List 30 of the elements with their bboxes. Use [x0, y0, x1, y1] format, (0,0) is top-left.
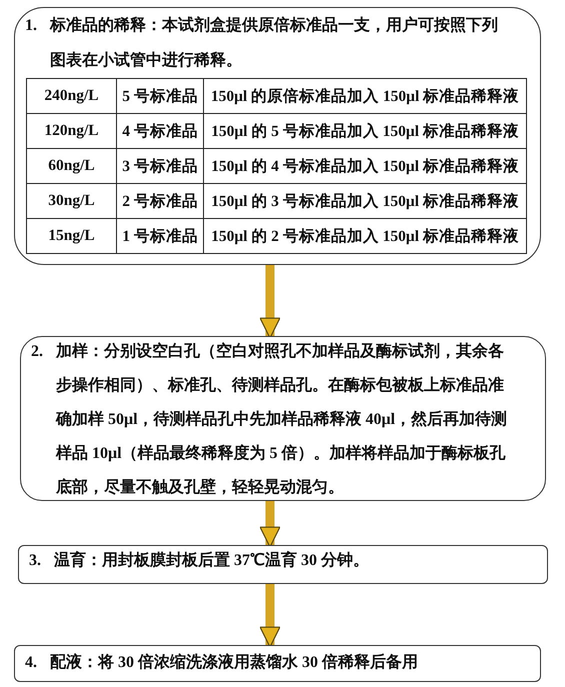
table-cell: 150μl 的 3 号标准品加入 150μl 标准品稀释液	[204, 184, 526, 218]
table-cell: 150μl 的 4 号标准品加入 150μl 标准品稀释液	[204, 148, 526, 184]
arrow	[260, 265, 280, 339]
table-cell: 4 号标准品	[116, 114, 204, 148]
table-cell: 5 号标准品	[116, 78, 204, 114]
table-cell: 30ng/L	[26, 184, 116, 218]
step-number: 4.	[25, 653, 37, 673]
step-number: 1.	[25, 16, 37, 36]
table-cell: 3 号标准品	[116, 148, 204, 184]
step-box	[14, 645, 541, 682]
table-cell: 2 号标准品	[116, 184, 204, 218]
step-text: 加样：分别设空白孔（空白对照孔不加样品及酶标试剂，其余各步操作相同）、标准孔、待测样品孔。在酶标包被板上标准品准确加样 50μl，待测样品孔中先加样品稀释液 40μl，然后再加待测样品 10μl（样品最终稀释度为 5 倍）。加样将样品加于酶标板孔底部，尽量不触及孔壁，轻轻晃动混匀。	[56, 341, 508, 498]
table-cell: 60ng/L	[26, 148, 116, 184]
table-cell: 15ng/L	[26, 218, 116, 254]
table-cell: 150μl 的 2 号标准品加入 150μl 标准品稀释液	[204, 218, 526, 254]
table-cell: 240ng/L	[26, 78, 116, 114]
step-box	[20, 336, 546, 501]
arrow	[260, 501, 280, 548]
table-cell: 120ng/L	[26, 114, 116, 148]
arrow	[260, 584, 280, 648]
table-cell: 150μl 的原倍标准品加入 150μl 标准品稀释液	[204, 78, 526, 114]
table-cell: 150μl 的 5 号标准品加入 150μl 标准品稀释液	[204, 114, 526, 148]
step-text: 温育：用封板膜封板后置 37℃温育 30 分钟。	[54, 550, 370, 571]
step-number: 2.	[31, 342, 43, 362]
step-box	[14, 7, 541, 265]
table-cell: 1 号标准品	[116, 218, 204, 254]
step-text: 配液：将 30 倍浓缩洗涤液用蒸馏水 30 倍稀释后备用	[50, 652, 419, 673]
step-text: 标准品的稀释：本试剂盒提供原倍标准品一支，用户可按照下列图表在小试管中进行稀释。	[50, 15, 499, 71]
step-box	[18, 545, 548, 584]
step-number: 3.	[29, 551, 41, 571]
